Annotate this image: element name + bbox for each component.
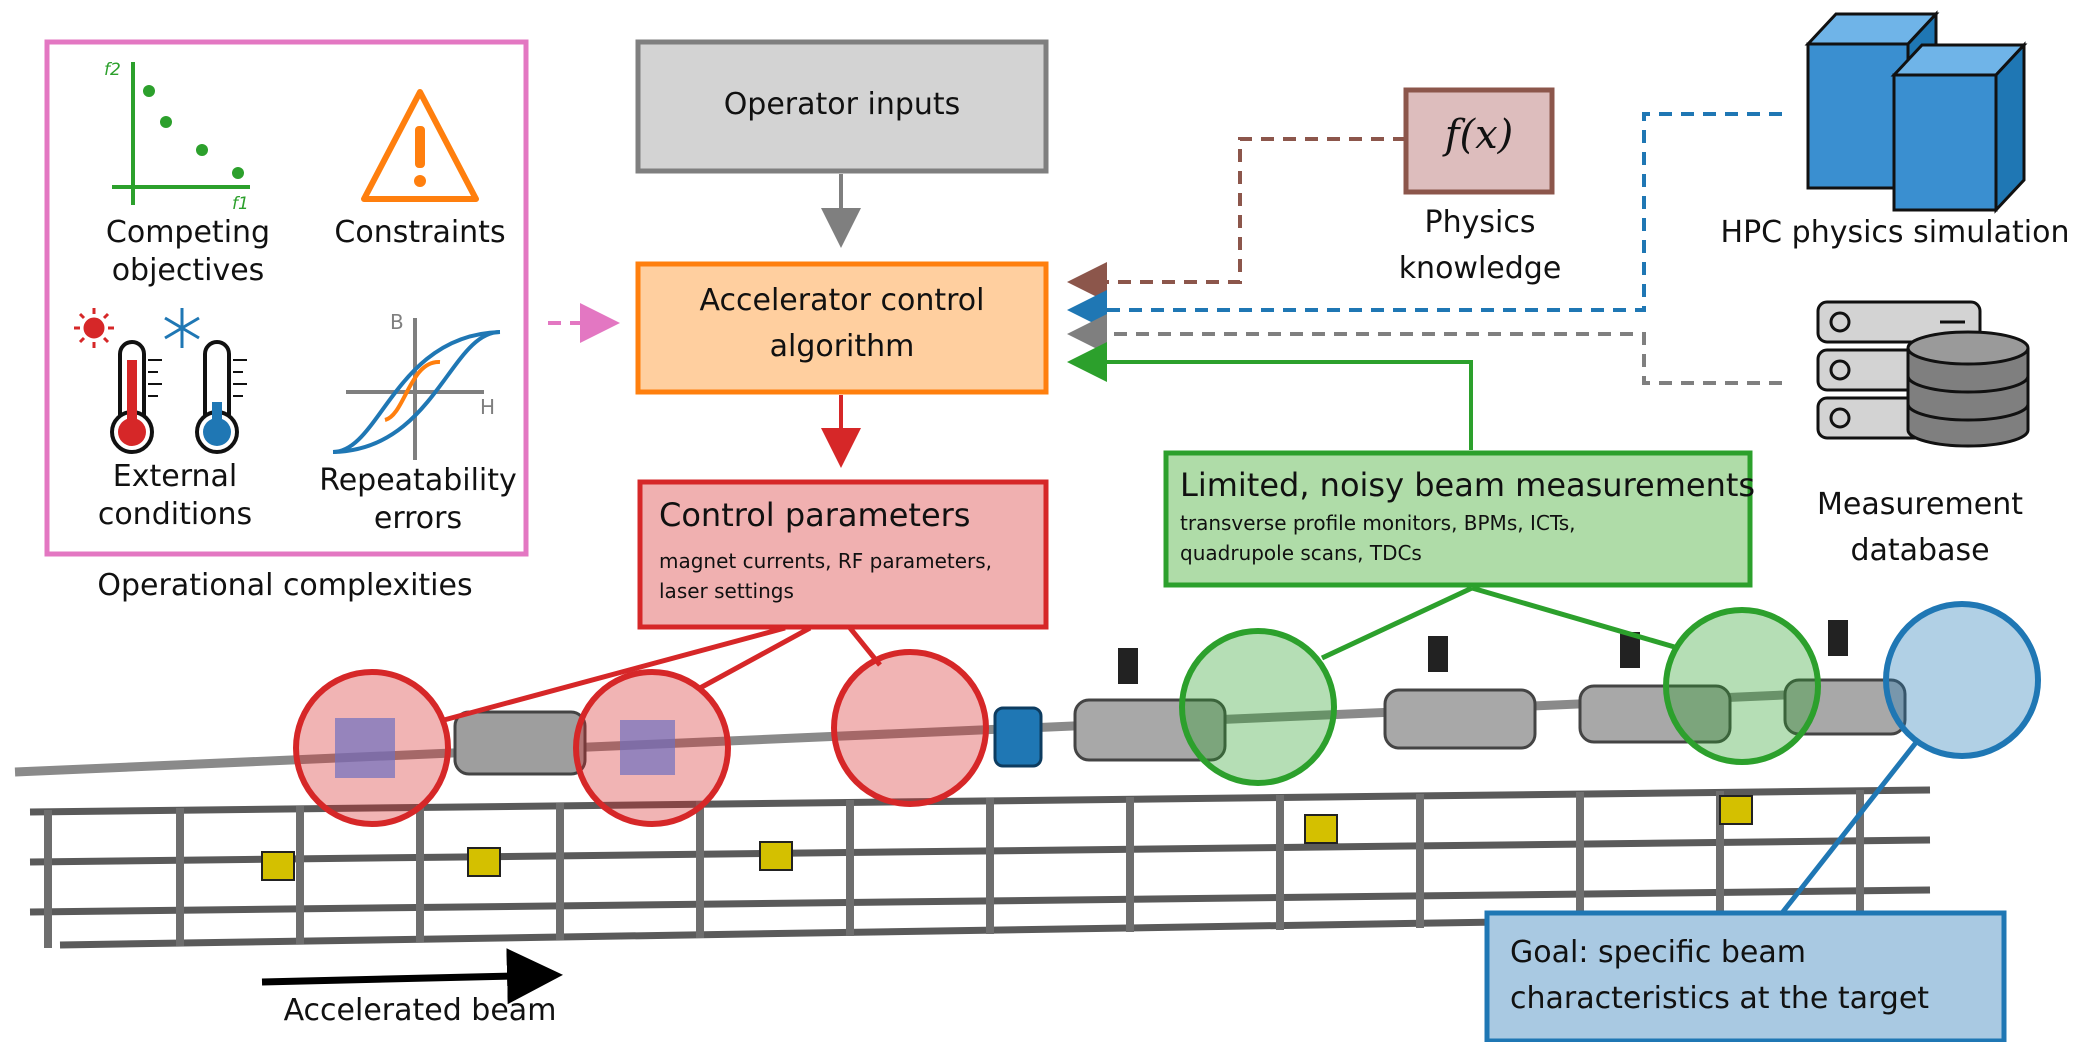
snowflake-icon: [164, 308, 200, 348]
measurement-database-label: Measurement database: [1817, 487, 2023, 568]
external-conditions-label: External conditions: [97, 459, 253, 532]
server-rack-icon: [1804, 10, 2028, 214]
target-magnifier: [1780, 601, 2041, 915]
thermometer-cold-icon: [195, 340, 247, 454]
pareto-icon: [112, 62, 250, 205]
measurements-to-algorithm-arrow: [1067, 342, 1473, 450]
accelerated-beam-label: Accelerated beam: [283, 993, 557, 1028]
control-magnifiers: [293, 625, 989, 827]
physics-formula: f(x): [1444, 112, 1514, 158]
physics-knowledge-label: Physics knowledge: [1398, 205, 1562, 286]
beamline-illustration: [14, 620, 1941, 949]
goal-label: Goal: specific beam characteristics at t…: [1510, 935, 1930, 1016]
control-algorithm-label: Accelerator control algorithm: [699, 283, 985, 364]
control-params-box: [637, 479, 1049, 630]
beam-direction-arrow: [261, 948, 563, 1005]
operational-complexities-caption: Operational complexities: [97, 568, 473, 603]
complexities-box: [44, 39, 529, 557]
measurements-title: Limited, noisy beam measurements: [1180, 466, 1756, 504]
hpc-simulation-label: HPC physics simulation: [1720, 215, 2070, 250]
axis-h-label: H: [480, 395, 496, 419]
thermometer-hot-icon: [110, 340, 162, 454]
f1-label: f1: [232, 194, 249, 214]
axis-b-label: B: [390, 310, 404, 334]
warning-icon: [361, 89, 479, 202]
hpc-to-algorithm-arrow: [1067, 112, 1782, 330]
measurement-magnifiers: [1179, 585, 1821, 786]
physics-to-algorithm-arrow: [1067, 137, 1406, 302]
operator-inputs-box: [635, 39, 1049, 174]
sun-icon: [74, 308, 114, 348]
constraints-label: Constraints: [334, 215, 506, 250]
control-algorithm-box: [635, 261, 1049, 395]
repeatability-errors-label: Repeatability errors: [319, 463, 517, 536]
database-icon: [1816, 300, 2030, 448]
measurements-box: [1163, 450, 1753, 588]
competing-objectives-label: Competing objectives: [105, 215, 271, 288]
control-params-title: Control parameters: [659, 496, 971, 534]
control-params-details: magnet currents, RF parameters, laser se…: [659, 549, 993, 603]
database-to-algorithm-arrow: [1067, 314, 1782, 385]
f2-label: f2: [104, 60, 121, 80]
hysteresis-icon: [332, 318, 501, 460]
measurements-details: transverse profile monitors, BPMs, ICTs,…: [1180, 511, 1576, 565]
operator-inputs-label: Operator inputs: [723, 87, 961, 122]
goal-box: [1484, 910, 2007, 1042]
